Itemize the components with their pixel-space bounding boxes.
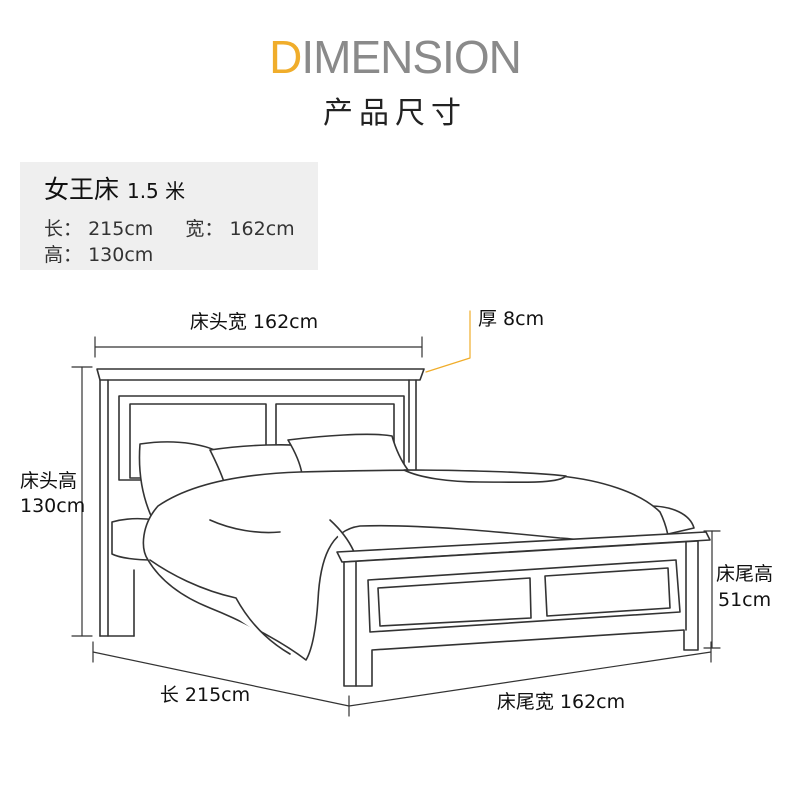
footboard-right-panel bbox=[544, 567, 671, 617]
footboard bbox=[336, 531, 711, 687]
width-label: 宽： bbox=[185, 218, 224, 240]
thickness-leader-line bbox=[425, 310, 471, 373]
heading-english-rest: IMENSION bbox=[301, 31, 521, 83]
footboard-top-cap bbox=[336, 531, 711, 563]
headboard bbox=[96, 368, 425, 637]
width-value: 162cm bbox=[229, 218, 295, 240]
length-label: 长： bbox=[44, 218, 83, 240]
product-name-text: 女王床 bbox=[44, 175, 120, 204]
thickness-label: 厚 8cm bbox=[478, 308, 544, 330]
headboard-height-label: 床头高 bbox=[20, 470, 77, 492]
length-line bbox=[92, 651, 350, 707]
headboard-width-label: 床头宽 162cm bbox=[190, 311, 318, 333]
dimension-labels: 床头宽 162cm 厚 8cm 床头高 130cm 床尾高 51cm 长 215… bbox=[20, 308, 773, 713]
height-label: 高： bbox=[44, 244, 83, 266]
footboard-height-label: 床尾高 bbox=[716, 563, 773, 585]
footboard-left-panel bbox=[377, 577, 532, 627]
duvet-crease-1 bbox=[209, 519, 281, 534]
heading-chinese: 产品尺寸 bbox=[323, 96, 467, 131]
heading-accent-letter: D bbox=[269, 31, 302, 83]
mattress-right-edge bbox=[649, 505, 695, 535]
product-size: 1.5 米 bbox=[126, 179, 186, 203]
heading-english: DIMENSION bbox=[0, 30, 790, 84]
footboard-width-line bbox=[348, 651, 712, 707]
height-value: 130cm bbox=[88, 244, 154, 266]
product-name: 女王床 1.5 米 bbox=[44, 170, 185, 206]
footboard-width-label: 床尾宽 162cm bbox=[497, 691, 625, 713]
duvet-top-fold bbox=[403, 469, 567, 484]
headboard-top-cap bbox=[96, 368, 425, 381]
length-value: 215cm bbox=[88, 218, 154, 240]
headboard-height-value: 130cm bbox=[20, 495, 85, 517]
length-label: 长 215cm bbox=[160, 684, 250, 706]
footboard-height-value: 51cm bbox=[718, 589, 771, 611]
spec-row-height: 高： 130cm bbox=[44, 240, 153, 267]
page-heading: DIMENSION 产品尺寸 bbox=[0, 30, 790, 132]
dimension-lines bbox=[71, 310, 721, 717]
spec-row-length-width: 长： 215cm 宽： 162cm bbox=[44, 214, 295, 241]
duvet-drape-fold bbox=[149, 559, 291, 655]
spec-panel: 女王床 1.5 米 长： 215cm 宽： 162cm 高： 130cm bbox=[20, 162, 318, 270]
pillow-right bbox=[287, 433, 409, 475]
